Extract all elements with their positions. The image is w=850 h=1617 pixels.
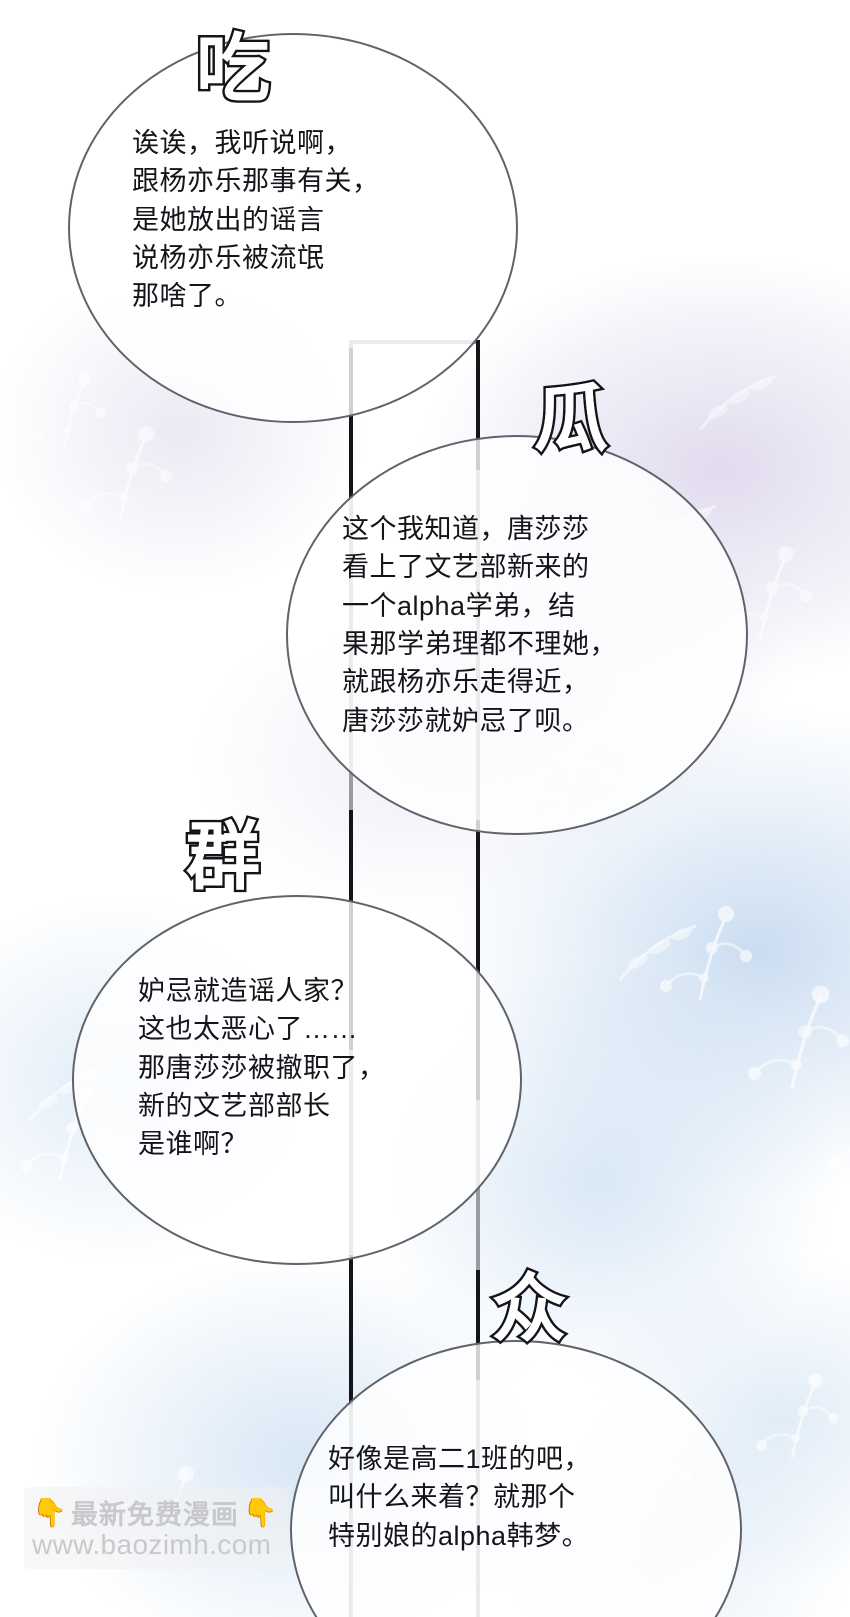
watermark-url: www.baozimh.com bbox=[32, 1529, 272, 1560]
connector-left-line-seg3 bbox=[349, 1255, 353, 1405]
deco-char-zhong: 众 bbox=[490, 1266, 569, 1352]
pointing-down-hand-icon-right: 👇 bbox=[242, 1496, 278, 1528]
speech-bubble-2 bbox=[286, 435, 748, 835]
connector-right-line-seg2 bbox=[476, 820, 480, 1100]
speech-bubble-1-text: 诶诶，我听说啊， 跟杨亦乐那事有关， 是她放出的谣言 说杨亦乐被流氓 那啥了。 bbox=[132, 128, 380, 312]
connector-left-line-seg1 bbox=[349, 348, 353, 498]
watermark-top-row: 👇 最新免费漫画 👇 bbox=[32, 1493, 278, 1532]
speech-bubble-3-text: 妒忌就造谣人家？ 这也太恶心了…… 那唐莎莎被撤职了， 新的文艺部部长 是谁啊？ bbox=[138, 976, 386, 1160]
watermark-tagline: 最新免费漫画 bbox=[70, 1500, 239, 1531]
deco-char-qun: 群 bbox=[184, 814, 263, 900]
deco-char-gua: 瓜 bbox=[532, 376, 611, 462]
speech-bubble-1 bbox=[68, 33, 518, 423]
deco-char-chi: 吃 bbox=[194, 26, 273, 112]
speech-bubble-3 bbox=[72, 895, 522, 1265]
pointing-down-hand-icon-left: 👇 bbox=[32, 1496, 67, 1528]
site-watermark: 👇 最新免费漫画 👇 www.baozimh.com bbox=[24, 1487, 288, 1569]
speech-bubble-2-text: 这个我知道，唐莎莎 看上了文艺部新来的 一个alpha学弟，结 果那学弟理都不理… bbox=[342, 514, 617, 736]
connector-right-line-seg1 bbox=[476, 340, 480, 470]
speech-bubble-4-text: 好像是高二1班的吧， 叫什么来着？就那个 特别娘的alpha韩梦。 bbox=[328, 1444, 592, 1551]
connector-right-line-seg3 bbox=[476, 1270, 480, 1380]
